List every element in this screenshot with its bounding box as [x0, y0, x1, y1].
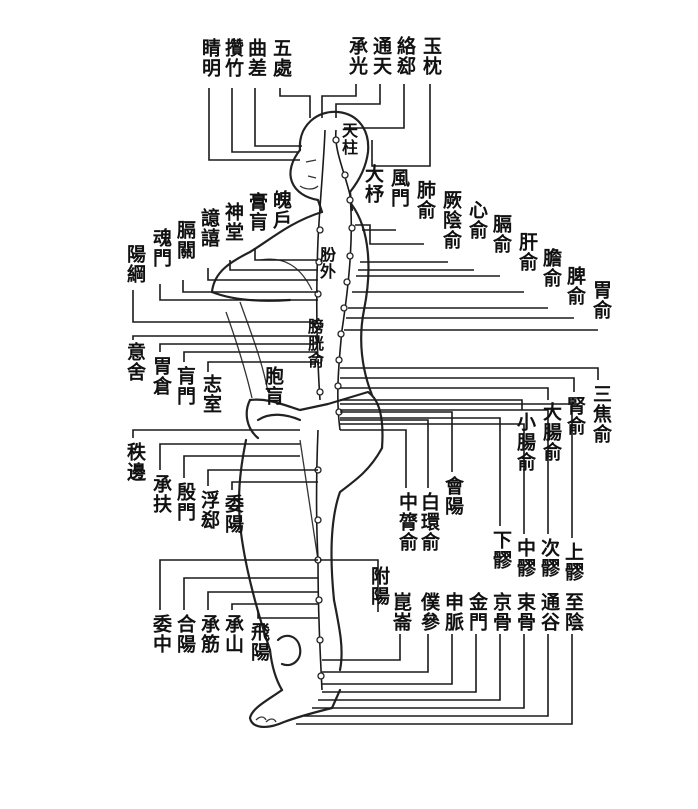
label-huiyang: 會陽	[442, 476, 464, 516]
label-chengfu: 承扶	[150, 474, 172, 514]
label-kunlun: 崑崙	[390, 592, 412, 632]
label-heyang: 合陽	[174, 614, 196, 654]
label-jinggu: 京骨	[490, 592, 512, 632]
label-weicang: 胃倉	[150, 356, 172, 396]
label-luoque: 絡郄	[394, 36, 416, 76]
label-shangliao: 上髎	[562, 542, 584, 582]
label-tonggu: 通谷	[538, 592, 560, 632]
label-ciliao: 次髎	[538, 538, 560, 578]
label-xialiao: 下髎	[490, 530, 512, 570]
label-geguan: 膈關	[174, 220, 196, 260]
leader-lines	[132, 84, 599, 725]
label-zhiyin: 至陰	[562, 592, 584, 632]
label-chengjin: 承筋	[198, 614, 220, 654]
label-gaohuang: 膏肓	[246, 192, 268, 232]
label-weishu: 胃俞	[590, 280, 612, 320]
label-fangguangshu: 膀胱俞	[305, 318, 324, 369]
label-pushen: 僕參	[418, 592, 440, 632]
label-fuyang: 附陽	[368, 566, 390, 606]
label-yanggang: 陽綱	[124, 244, 146, 284]
label-jingming: 睛明	[199, 38, 221, 78]
label-weizhong: 委中	[150, 614, 172, 654]
label-dashu: 大杼	[362, 164, 384, 204]
label-tianzhu: 天柱	[339, 122, 358, 156]
label-baohuang: 胞肓	[262, 366, 284, 406]
label-shenshu: 腎俞	[564, 396, 586, 436]
label-baihuanshu: 白環俞	[418, 492, 440, 552]
label-yuzhen: 玉枕	[420, 36, 442, 76]
label-quchai: 曲差	[245, 38, 267, 78]
label-xiaochangshu: 小腸俞	[514, 412, 536, 472]
label-fengmen: 風門	[388, 168, 410, 208]
label-yinmen: 殷門	[174, 482, 196, 522]
label-yixi: 譩譆	[198, 208, 220, 248]
label-fenwai: 肦外	[317, 246, 336, 280]
label-wuchu: 五處	[270, 38, 292, 78]
label-zhonglushu: 中膂俞	[396, 492, 418, 552]
label-tongtian: 通天	[370, 36, 392, 76]
label-fuxi: 浮郄	[198, 490, 220, 530]
label-zhongliao: 中髎	[514, 538, 536, 578]
label-geshu: 膈俞	[490, 214, 512, 254]
label-hunmen: 魂門	[150, 228, 172, 268]
label-feiyang: 飛陽	[248, 622, 270, 662]
label-danshu: 膽俞	[540, 248, 562, 288]
label-zhibian: 秩邊	[124, 442, 146, 482]
label-shenmai: 申脈	[442, 592, 464, 632]
label-ganshu: 肝俞	[516, 232, 538, 272]
label-chengshan: 承山	[222, 614, 244, 654]
label-cuanzhu: 攢竹	[222, 38, 244, 78]
label-dachangshu: 大腸俞	[540, 402, 562, 462]
label-chengguang: 承光	[346, 36, 368, 76]
label-pishu: 脾俞	[564, 266, 586, 306]
label-jueyinshu: 厥陰俞	[440, 190, 462, 250]
label-jinmen: 金門	[466, 592, 488, 632]
label-pohu: 魄戶	[270, 190, 292, 230]
label-shentang: 神堂	[222, 202, 244, 242]
label-xinshu: 心俞	[466, 200, 488, 240]
label-sanjiaoshu: 三焦俞	[590, 384, 612, 444]
label-zhishi: 志室	[200, 374, 222, 414]
label-huangmen: 肓門	[174, 366, 196, 406]
label-shugu: 束骨	[514, 592, 536, 632]
label-feishu: 肺俞	[414, 180, 436, 220]
label-yishe: 意舍	[124, 342, 146, 382]
acupoint-markers	[314, 136, 356, 680]
label-weiyang: 委陽	[222, 494, 244, 534]
